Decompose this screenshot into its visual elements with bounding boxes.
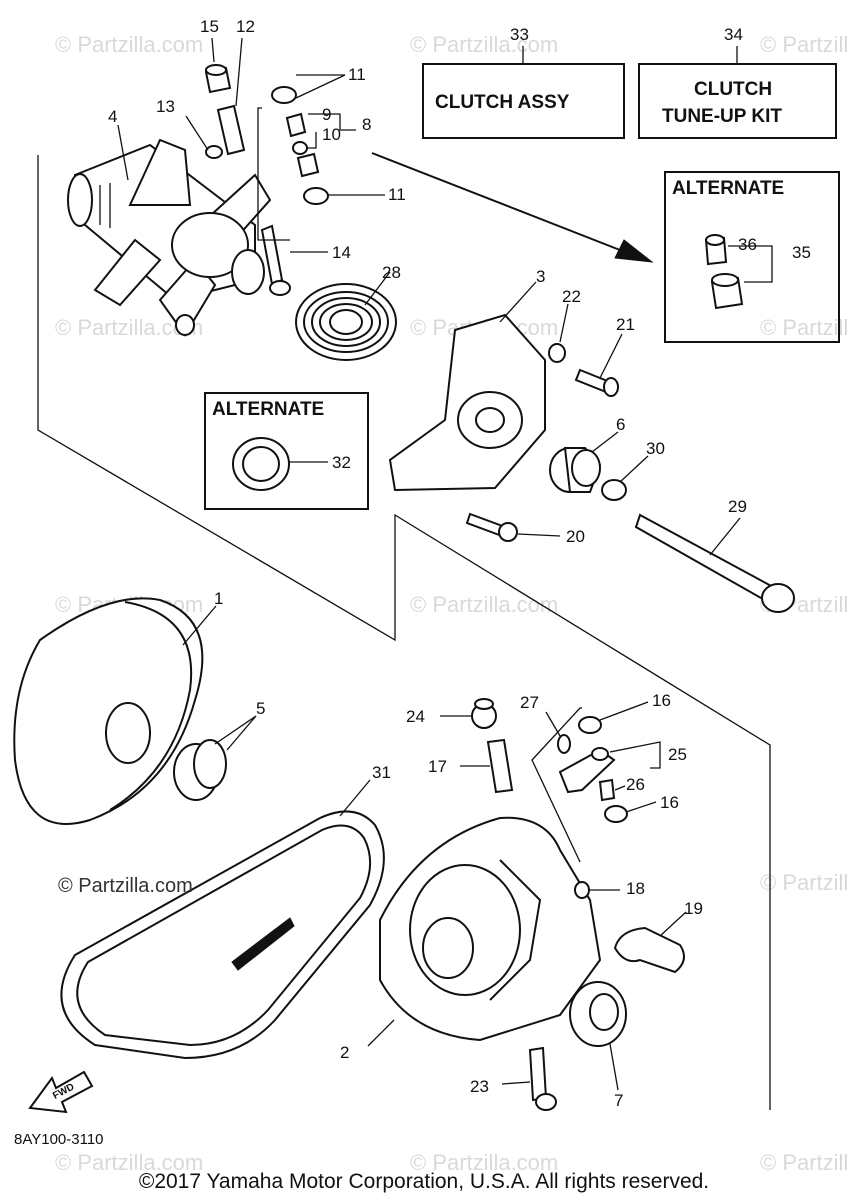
washer-part[interactable] [271, 86, 297, 104]
drive-belt-part[interactable] [60, 810, 385, 1060]
watermark: © Partzilla.com [410, 1150, 558, 1175]
watermark: © Partzilla.com [410, 592, 558, 617]
set-screw-part[interactable] [574, 881, 590, 899]
washer-part[interactable] [604, 805, 628, 823]
callout-18: 18 [626, 879, 645, 898]
roller-part[interactable] [710, 273, 744, 310]
callout-17: 17 [428, 757, 447, 776]
watermark: © Partzilla.com [760, 870, 849, 895]
callout-13: 13 [156, 97, 175, 116]
tune-up-label-line1: CLUTCH [694, 79, 772, 100]
callout-20: 20 [566, 527, 585, 546]
callout-21: 21 [616, 315, 635, 334]
collar-part[interactable] [601, 479, 627, 501]
callout-8: 8 [362, 115, 371, 134]
bolt-part[interactable] [260, 224, 291, 296]
seal-ring-part[interactable] [232, 437, 290, 491]
callout-5: 5 [256, 699, 265, 718]
callout-31: 31 [372, 763, 391, 782]
callout-10: 10 [322, 125, 341, 144]
callout-16b: 16 [660, 793, 679, 812]
callout-25: 25 [668, 745, 687, 764]
watermark: © Partzilla.com [55, 32, 203, 57]
callout-16a: 16 [652, 691, 671, 710]
bolt-part[interactable] [528, 1046, 557, 1111]
callout-4: 4 [108, 107, 117, 126]
callout-36: 36 [738, 235, 757, 254]
watermark: © Partzilla.com [760, 315, 849, 340]
alternate-label: ALTERNATE [672, 178, 784, 199]
weight-arm-part[interactable] [558, 747, 616, 794]
callout-24: 24 [406, 707, 425, 726]
fixed-sheave-part[interactable] [13, 597, 204, 825]
callout-26: 26 [626, 775, 645, 794]
callout-3: 3 [536, 267, 545, 286]
callout-28: 28 [382, 263, 401, 282]
callout-33: 33 [510, 25, 529, 44]
spider-hub-part[interactable] [67, 138, 272, 337]
alternate-box-32: ALTERNATE [204, 392, 369, 510]
clutch-assy-label: CLUTCH ASSY [435, 92, 570, 113]
callout-1: 1 [214, 589, 223, 608]
partzilla-copyright: © Partzilla.com [58, 875, 193, 897]
callout-19: 19 [684, 899, 703, 918]
callout-6: 6 [616, 415, 625, 434]
bolt-part[interactable] [465, 512, 518, 542]
diagram-code: 8AY100-3110 [14, 1131, 104, 1148]
watermark: © Partzilla.com [760, 32, 849, 57]
alternate-label: ALTERNATE [212, 399, 324, 420]
washer-part[interactable] [578, 716, 602, 734]
cap-nut-part[interactable] [204, 64, 232, 94]
callout-11b: 11 [388, 185, 406, 204]
nut-part[interactable] [548, 343, 566, 363]
callout-22: 22 [562, 287, 581, 306]
pin-part[interactable] [486, 738, 514, 794]
bushing-part[interactable] [173, 739, 227, 801]
slider-part[interactable] [613, 926, 685, 974]
watermark: © Partzilla.com [760, 1150, 849, 1175]
cover-plate-part[interactable] [388, 313, 546, 492]
alternate-box-35: ALTERNATE [664, 171, 840, 343]
callout-27: 27 [520, 693, 539, 712]
moveable-sheave-part[interactable] [379, 816, 602, 1042]
callout-35: 35 [792, 243, 811, 262]
oil-seal-part[interactable] [569, 981, 627, 1047]
bolt-part[interactable] [574, 368, 619, 397]
tune-up-label-line2: TUNE-UP KIT [662, 106, 782, 127]
callout-9: 9 [322, 105, 331, 124]
spacer-part[interactable] [557, 734, 571, 754]
watermark: © Partzilla.com [410, 32, 558, 57]
leader-lines [117, 37, 741, 1091]
tune-up-kit-box[interactable]: CLUTCH TUNE-UP KIT [638, 63, 837, 139]
alternate-arrow [371, 152, 654, 263]
callout-2: 2 [340, 1043, 349, 1062]
watermark: © Partzilla.com [55, 1150, 203, 1175]
callout-15: 15 [200, 17, 219, 36]
bushing-part[interactable] [549, 447, 602, 493]
callout-12: 12 [236, 17, 255, 36]
callout-30: 30 [646, 439, 665, 458]
clutch-assy-box[interactable]: CLUTCH ASSY [422, 63, 625, 139]
spring-part[interactable] [295, 283, 397, 361]
callout-numbers: 15 12 4 13 11 9 10 8 11 14 28 3 22 21 6 … [108, 17, 811, 1110]
callout-29: 29 [728, 497, 747, 516]
roller-part[interactable] [704, 234, 728, 266]
set-screw-part[interactable] [205, 145, 223, 159]
long-bolt-part[interactable] [634, 513, 795, 613]
roller-part[interactable] [285, 112, 320, 178]
forward-arrow-icon: FWD [28, 1070, 94, 1114]
callout-14: 14 [332, 243, 351, 262]
callout-32: 32 [332, 453, 351, 472]
callout-7: 7 [614, 1091, 623, 1110]
callout-34: 34 [724, 25, 743, 44]
callout-11a: 11 [348, 65, 366, 84]
roller-part[interactable] [598, 778, 616, 802]
washer-part[interactable] [303, 187, 329, 205]
section-outline [37, 155, 771, 1110]
pin-part[interactable] [216, 104, 246, 156]
footer-copyright: ©2017 Yamaha Motor Corporation, U.S.A. A… [139, 1170, 709, 1193]
callout-23: 23 [470, 1077, 489, 1096]
cap-nut-part[interactable] [471, 698, 497, 729]
